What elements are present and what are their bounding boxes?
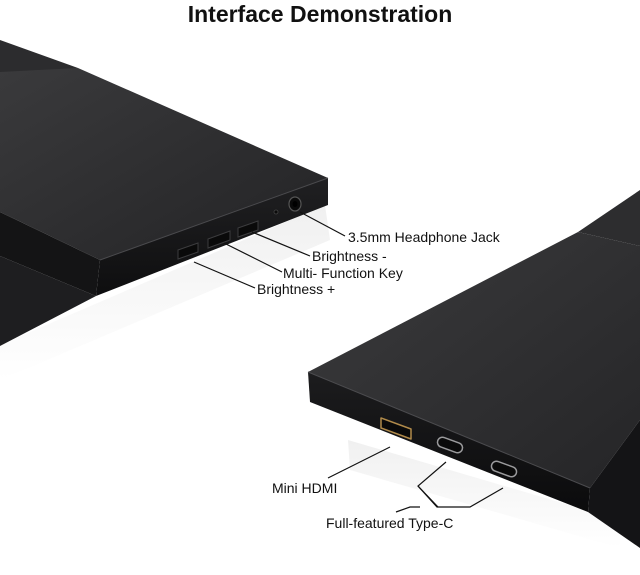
device-side-buttons bbox=[0, 40, 330, 380]
label-multi-function-key: Multi- Function Key bbox=[283, 265, 403, 281]
label-type-c: Full-featured Type-C bbox=[326, 515, 453, 531]
indicator-dot bbox=[273, 209, 279, 215]
headphone-jack bbox=[288, 196, 302, 212]
brightness-down-button bbox=[237, 220, 259, 238]
label-brightness-up: Brightness + bbox=[257, 281, 335, 297]
mini-hdmi-port bbox=[380, 417, 412, 440]
callout-lines-a bbox=[193, 211, 346, 289]
type-c-port-1 bbox=[436, 436, 464, 454]
callout-lines-b bbox=[327, 446, 504, 513]
label-brightness-down: Brightness - bbox=[312, 248, 387, 264]
device-bottom-ports bbox=[307, 190, 640, 548]
brightness-up-button bbox=[177, 242, 199, 260]
page-title: Interface Demonstration bbox=[187, 1, 453, 27]
type-c-port-2 bbox=[490, 460, 518, 478]
multi-function-button bbox=[207, 230, 231, 249]
label-headphone-jack: 3.5mm Headphone Jack bbox=[348, 229, 501, 245]
label-mini-hdmi: Mini HDMI bbox=[272, 480, 337, 496]
